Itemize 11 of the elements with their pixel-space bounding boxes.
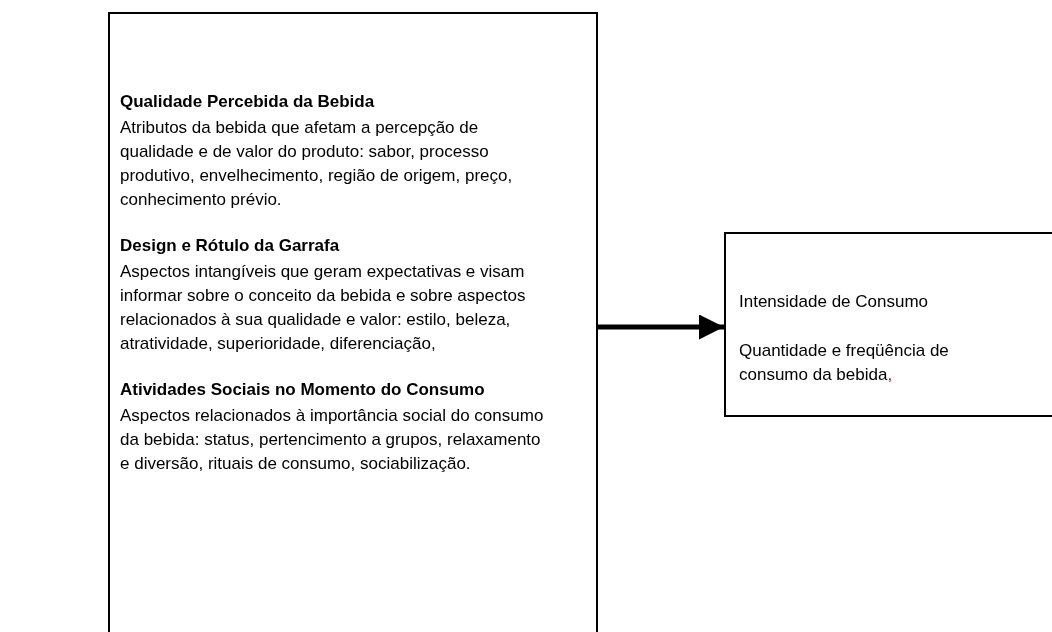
section-description: Aspectos intangíveis que geram expectativas e visam informar sobre o conceito da bebida e sobre aspectos relacionados à sua qualidade e valor: estilo, beleza, atratividade, superioridade, diferenciação, [120,261,527,355]
section-heading: Intensidade de Consumo [739,291,930,313]
section-description: Quantidade e freqüência de consumo da bebida, [739,340,950,386]
section-heading: Qualidade Percebida da Bebida [120,91,376,113]
arrow [598,314,724,340]
text-box [724,232,1052,417]
section-heading: Atividades Sociais no Momento do Consumo [120,379,486,401]
text-box [108,12,598,632]
section-heading: Design e Rótulo da Garrafa [120,235,341,257]
section-description: Atributos da bebida que afetam a percepção de qualidade e de valor do produto: sabor, processo produtivo, envelhecimento, região de origem, preço, conhecimento prévio. [120,117,514,211]
section-description: Aspectos relacionados à importância social do consumo da bebida: status, pertencimento a grupos, relaxamento e diversão, rituais de consumo, sociabilização. [120,405,545,475]
